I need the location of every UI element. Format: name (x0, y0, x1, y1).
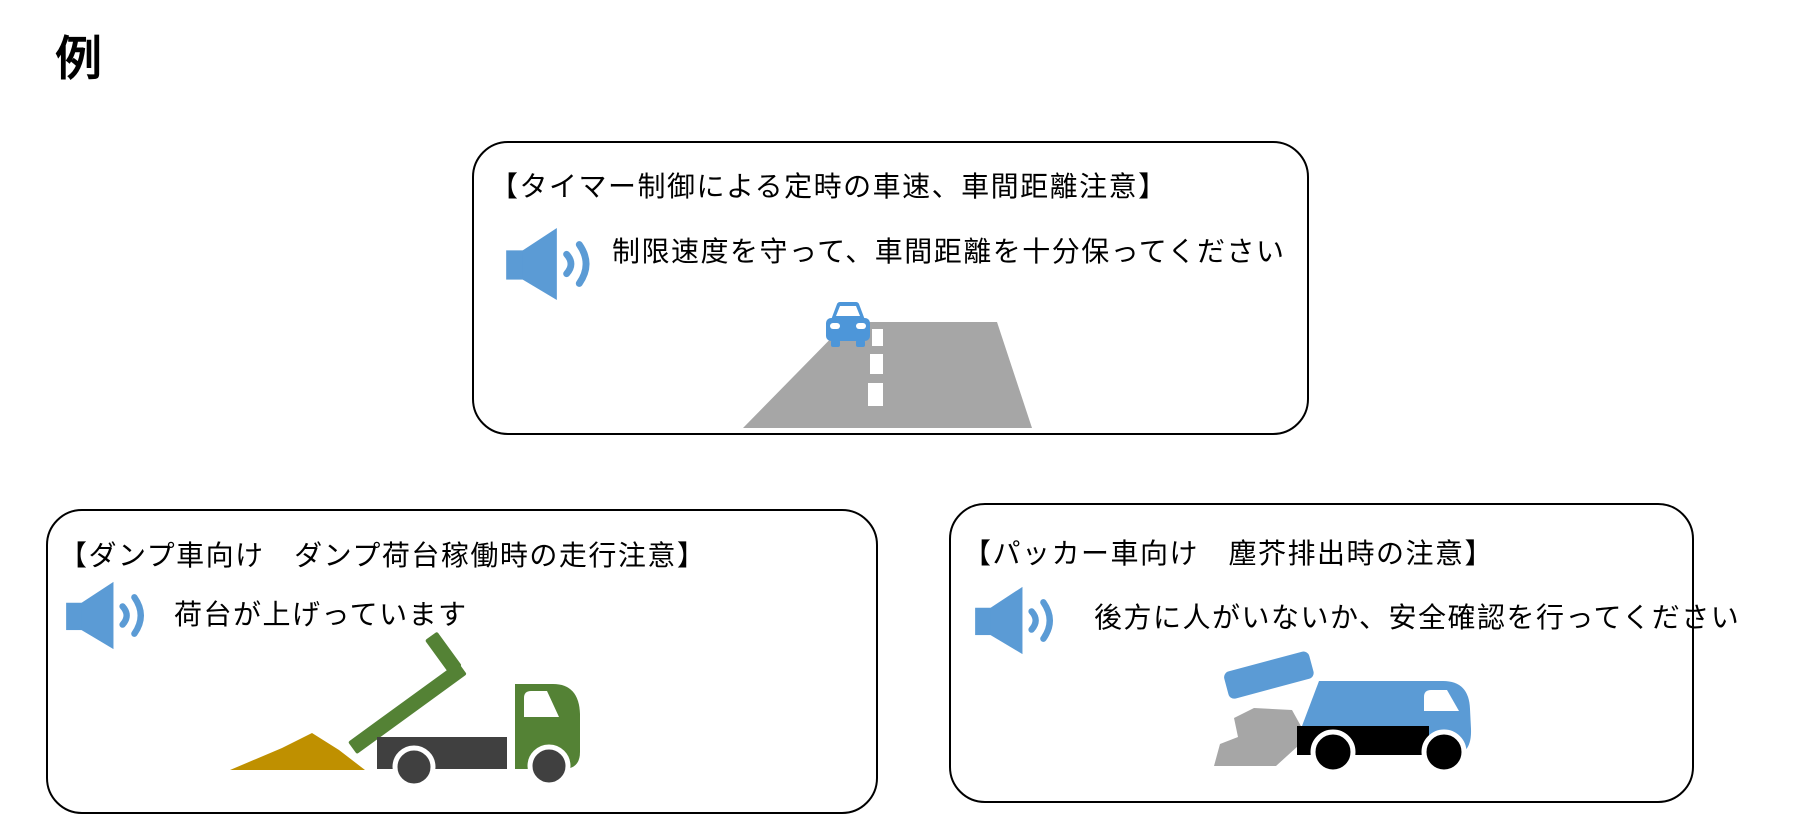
card-timer-warning: 【タイマー制御による定時の車速、車間距離注意】 制限速度を守って、車間距離を十分… (472, 141, 1309, 435)
speaker-body (66, 581, 114, 650)
truck-body (1302, 681, 1415, 726)
road (743, 322, 1032, 428)
sound-wave-small (1028, 608, 1039, 633)
announcement-text: 制限速度を守って、車間距離を十分保ってください (612, 236, 1286, 267)
car-icon (826, 302, 870, 347)
card-title: 【タイマー制御による定時の車速、車間距離注意】 (490, 171, 1168, 202)
sound-wave-small (119, 603, 130, 628)
cab-window (524, 691, 559, 717)
wheel-right (856, 340, 865, 347)
rear-wheel (392, 745, 436, 789)
speaker-body (975, 586, 1023, 655)
sound-wave-large (575, 241, 590, 287)
sound-wave-large (131, 594, 144, 637)
front-wheel (1421, 729, 1467, 775)
sound-wave-small (563, 250, 575, 278)
card-packer-warning: 【パッカー車向け 塵芥排出時の注意】 後方に人がいないか、安全確認を行ってくださ… (949, 503, 1739, 803)
packer-truck-black-parts (1297, 726, 1467, 775)
headlight-right (856, 323, 866, 329)
dirt-pile (230, 733, 365, 770)
announcement-text: 後方に人がいないか、安全確認を行ってください (1094, 602, 1741, 633)
card-dump-warning: 【ダンプ車向け ダンプ荷台稼働時の走行注意】 荷台が上げっています (46, 509, 878, 814)
sound-wave-large (1040, 599, 1053, 642)
front-wheel (527, 744, 571, 788)
headlight-left (830, 323, 840, 329)
windshield (836, 306, 860, 316)
speaker-icon (975, 586, 1053, 655)
speaker-icon (506, 227, 590, 301)
dump-truck-illustration (230, 632, 580, 789)
card-title: 【パッカー車向け 塵芥排出時の注意】 (963, 538, 1495, 569)
speaker-icon (66, 581, 144, 650)
speaker-body (506, 227, 557, 301)
cab-window (1424, 690, 1459, 711)
road-center-dashes (868, 329, 883, 406)
open-tailgate (1224, 651, 1314, 699)
card-title: 【ダンプ車向け ダンプ荷台稼働時の走行注意】 (59, 540, 707, 571)
announcement-text: 荷台が上げっています (174, 599, 468, 630)
raised-dump-bed (348, 632, 467, 754)
rear-wheel (1310, 729, 1356, 775)
dump-truck-dark-parts (377, 737, 571, 789)
wheel-left (831, 340, 840, 347)
packer-truck-illustration (1214, 651, 1472, 775)
trash-pile (1214, 708, 1302, 766)
page-heading: 例 (55, 32, 104, 85)
car-on-road-illustration (743, 302, 1032, 428)
